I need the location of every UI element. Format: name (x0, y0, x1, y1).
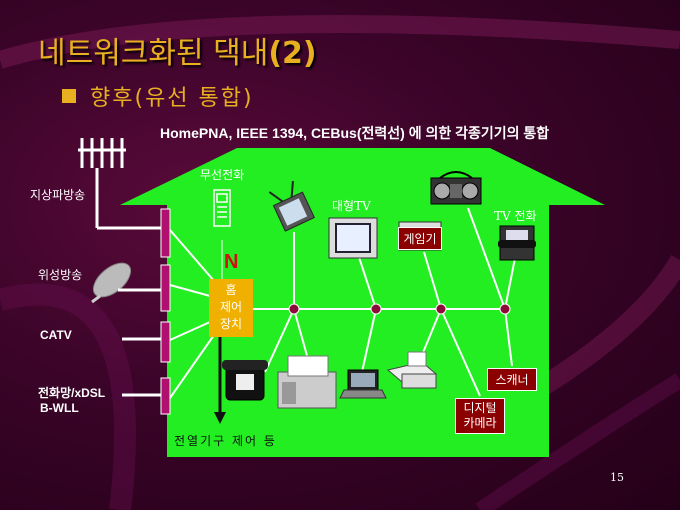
fax-machine-icon (277, 355, 337, 409)
appliance-arrow (214, 337, 226, 424)
terrestrial-label: 지상파방송 (30, 188, 86, 202)
satellite-dish-icon (91, 262, 132, 304)
external-lines (118, 288, 162, 397)
hub-line2: 제어 (219, 300, 243, 314)
caption: HomePNA, IEEE 1394, CEBus(전력선) 에 의한 각종기기… (160, 125, 550, 141)
laptop-icon (339, 369, 387, 399)
printer-icon (386, 351, 438, 389)
portable-tv-icon (268, 181, 315, 232)
page-number: 15 (610, 471, 624, 484)
wall-ports (160, 208, 171, 415)
phone-xdsl-label: 전화망/xDSL (38, 386, 106, 400)
big-tv-icon (328, 217, 378, 259)
internal-lines (169, 207, 516, 399)
bwll-label: B-WLL (40, 401, 79, 415)
game-console-label: 게임기 (398, 227, 442, 250)
subtitle-row: 향후(유선 통합) (62, 80, 254, 112)
hub-line1: 홈 (225, 283, 237, 297)
subtitle: 향후(유선 통합) (90, 86, 254, 111)
camera-label-line2: 카메라 (463, 416, 497, 430)
home-control-hub: 홈 제어 장치 (209, 279, 253, 337)
scanner-label: 스캐너 (487, 368, 537, 391)
hub-line3: 장치 (219, 317, 243, 331)
junction-nodes (288, 303, 511, 315)
digital-camera-label: 디지털 카메라 (455, 398, 505, 434)
page-title: 네트워크화된 댁내(2) (38, 36, 317, 71)
catv-label: CATV (40, 328, 72, 342)
camera-label-line1: 디지털 (463, 401, 497, 415)
bullet-square-icon (62, 89, 76, 103)
tv-phone-icon (498, 225, 536, 261)
wireless-signal-icon: N (224, 251, 238, 273)
cordless-phone-icon (213, 189, 231, 227)
satellite-label: 위성방송 (38, 268, 83, 282)
telephone-icon (222, 360, 268, 401)
tv-phone-label: TV 전화 (494, 209, 537, 223)
radio-icon (430, 171, 482, 205)
big-tv-label: 대형TV (332, 199, 371, 213)
appliance-control-note: 전열기구 제어 등 (174, 434, 277, 448)
antenna-icon (78, 138, 162, 230)
cordless-phone-label: 무선전화 (200, 168, 245, 182)
house-shape (120, 148, 605, 457)
